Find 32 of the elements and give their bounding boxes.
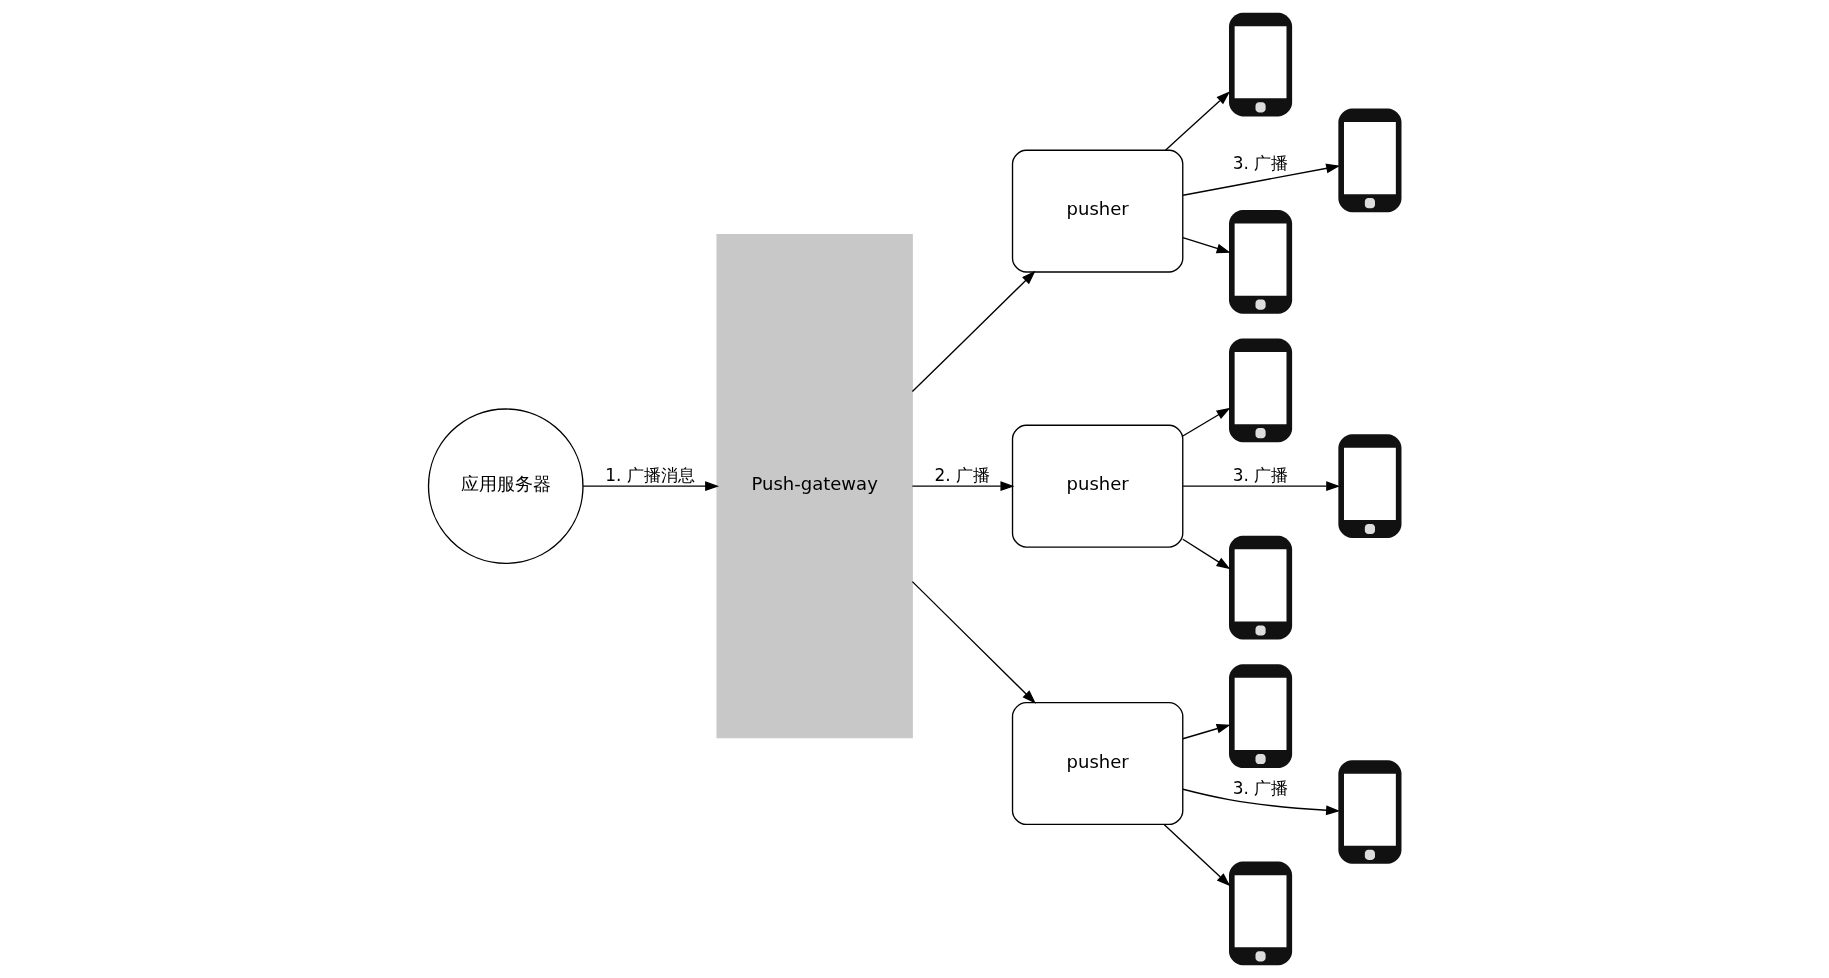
node-box: Push-gateway (715, 234, 913, 739)
edge-label: 3. 广播 (1232, 777, 1288, 798)
arrow (911, 580, 1036, 704)
node-box: pusher (1011, 149, 1183, 273)
node-box: pusher (1011, 701, 1183, 826)
node-phone (1228, 664, 1292, 769)
node-phone (1228, 861, 1292, 966)
node-phone (1228, 12, 1292, 117)
arrow (1181, 236, 1231, 254)
node-phone (1228, 338, 1292, 443)
node-box: pusher (1011, 424, 1183, 548)
arrow (1181, 723, 1231, 740)
edge-label: 1. 广播消息 (604, 464, 695, 485)
node-phone (1228, 209, 1292, 314)
arrow (1181, 788, 1340, 816)
arrow (1181, 538, 1230, 570)
node-phone (1228, 535, 1292, 640)
edge-label: 3. 广播 (1232, 464, 1288, 485)
edge-label: 3. 广播 (1232, 153, 1288, 174)
arrow (1181, 163, 1340, 196)
arrow (911, 481, 1014, 492)
node-phone (1337, 760, 1401, 864)
node-phone (1337, 108, 1401, 213)
node-circle: 应用服务器 (427, 408, 584, 565)
arrow (911, 270, 1036, 393)
arrow (1164, 91, 1230, 151)
arrow (1162, 823, 1230, 887)
arrow (581, 481, 719, 492)
edge-label: 2. 广播 (934, 464, 990, 485)
arrow (1181, 407, 1230, 437)
node-phone (1337, 434, 1401, 539)
arrow (1181, 481, 1340, 492)
